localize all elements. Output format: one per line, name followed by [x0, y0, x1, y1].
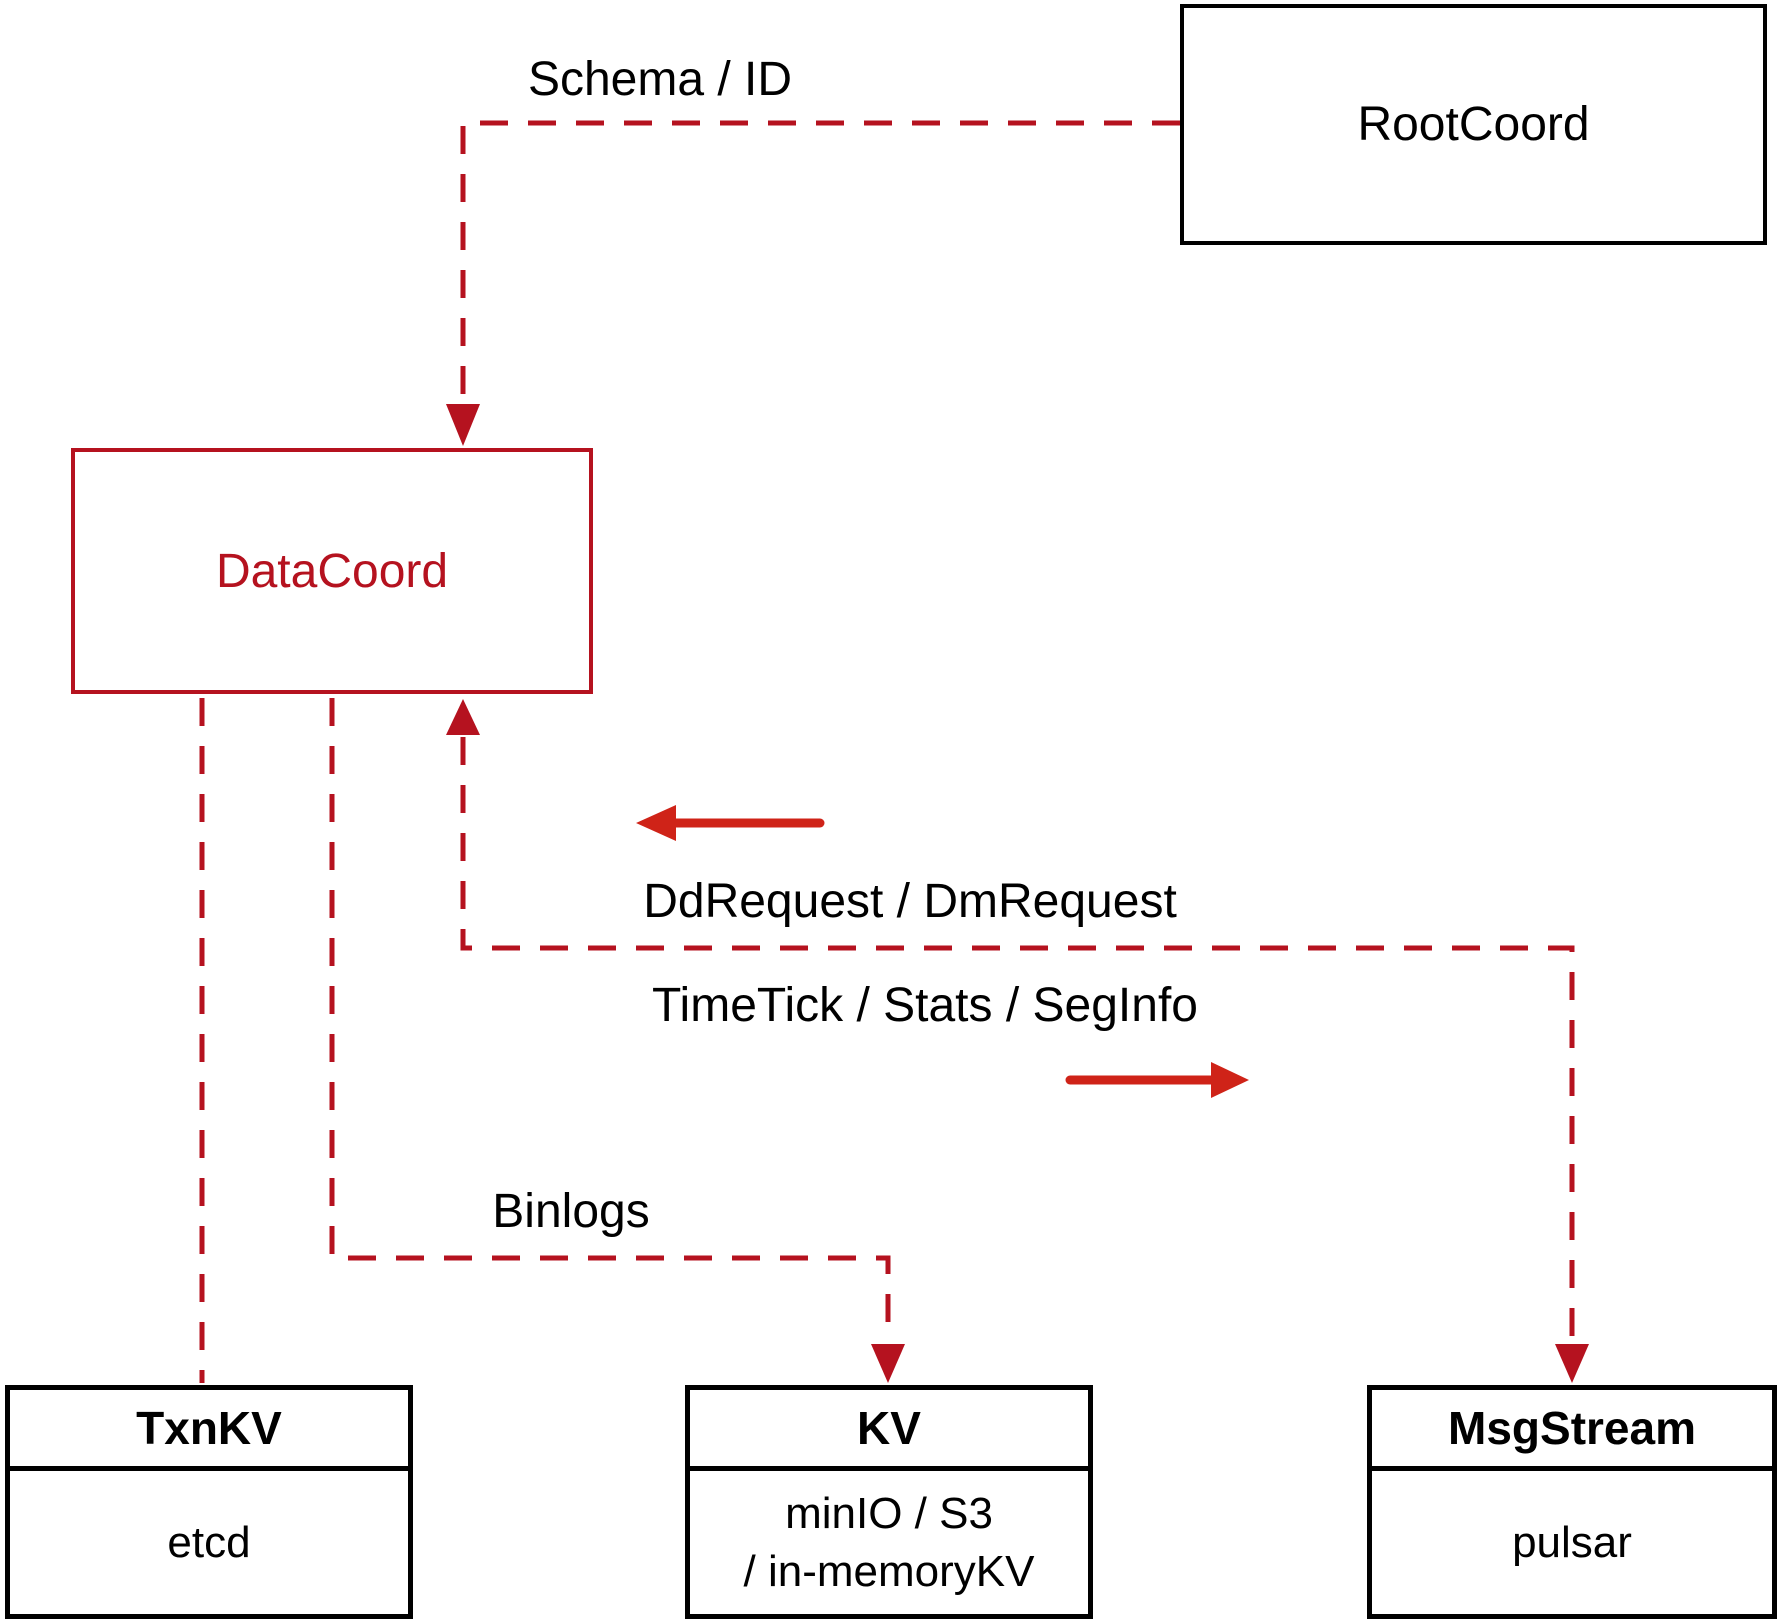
edge-msgstream-up-arrowhead-icon	[446, 699, 480, 735]
node-datacoord-label: DataCoord	[215, 544, 449, 598]
edge-msgstream-down-arrowhead-icon	[1555, 1344, 1589, 1383]
edge-label-time-tick: TimeTick / Stats / SegInfo	[652, 979, 1198, 1032]
edge-label-dd-request: DdRequest / DmRequest	[643, 875, 1177, 928]
edge-binlogs-arrowhead-icon	[871, 1344, 905, 1383]
edge-schema-id-line	[460, 120, 1180, 402]
node-msgstream-body: pulsar	[1512, 1517, 1632, 1567]
edge-label-binlogs: Binlogs	[492, 1185, 650, 1238]
node-rootcoord-label: RootCoord	[1357, 98, 1590, 151]
right-direction-arrow-icon	[1065, 1062, 1249, 1098]
node-datacoord: DataCoord	[71, 448, 593, 694]
node-msgstream: MsgStream pulsar	[1367, 1385, 1777, 1619]
node-kv-body-line1: minIO / S3	[785, 1489, 993, 1539]
node-txnkv: TxnKV etcd	[5, 1385, 413, 1619]
edge-label-schema-id: Schema / ID	[527, 53, 793, 106]
node-txnkv-body: etcd	[167, 1517, 251, 1567]
node-kv-title: KV	[690, 1390, 1088, 1471]
edge-msgstream-line	[460, 737, 1575, 1342]
edge-schema-id-arrowhead-icon	[446, 404, 480, 446]
left-direction-arrow-icon	[636, 805, 825, 841]
node-rootcoord: RootCoord	[1180, 4, 1767, 245]
node-msgstream-title: MsgStream	[1372, 1390, 1772, 1471]
edge-binlogs-line	[329, 698, 891, 1342]
node-kv: KV minIO / S3 / in-memoryKV	[685, 1385, 1093, 1619]
node-txnkv-title: TxnKV	[10, 1390, 408, 1471]
node-kv-body-line2: / in-memoryKV	[743, 1546, 1035, 1596]
